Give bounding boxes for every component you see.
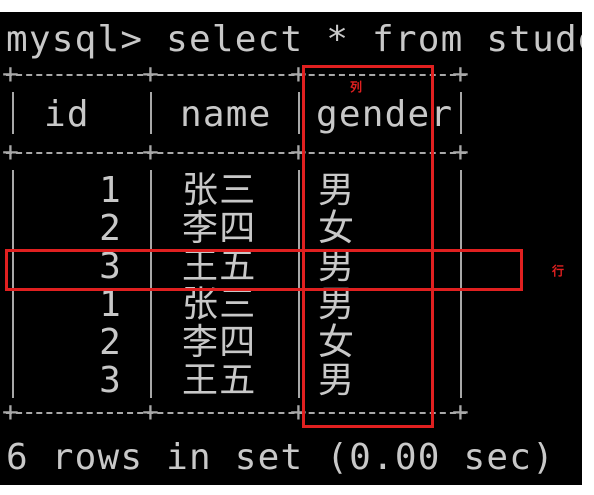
border-corner: + (452, 135, 471, 168)
table-cell-name: 李四 (182, 208, 257, 249)
border-corner: + (142, 57, 161, 90)
table-cell-id: 1 (99, 170, 122, 211)
table-cell-name: 李四 (182, 322, 257, 363)
column-separator (150, 170, 152, 398)
column-annotation-label: 列 (350, 80, 364, 94)
table-cell-id: 2 (99, 322, 122, 363)
border-corner: + (452, 57, 471, 90)
border-corner: + (452, 395, 471, 428)
column-separator (12, 170, 14, 398)
column-separator (298, 170, 300, 398)
border-corner: + (2, 57, 21, 90)
header-bottom-border (6, 152, 466, 154)
terminal-window: mysql> select * from student; + + + + id… (0, 12, 582, 485)
table-cell-gender: 女 (318, 208, 356, 249)
column-separator (460, 170, 462, 398)
table-cell-gender: 女 (318, 322, 356, 363)
column-header-id: id (44, 94, 90, 135)
column-separator (12, 92, 14, 134)
table-cell-name: 王五 (182, 246, 257, 287)
border-corner: + (2, 135, 21, 168)
table-cell-id: 3 (99, 246, 122, 287)
row-highlight-box (5, 249, 523, 291)
table-cell-id: 3 (99, 360, 122, 401)
table-cell-gender: 男 (318, 284, 356, 325)
column-header-name: name (180, 94, 272, 135)
column-header-gender: gender (316, 94, 454, 135)
table-bottom-border (6, 412, 466, 414)
table-cell-gender: 男 (318, 360, 356, 401)
column-highlight-box (302, 65, 434, 428)
table-cell-name: 张三 (182, 170, 257, 211)
column-separator (460, 92, 462, 134)
table-cell-name: 王五 (182, 360, 257, 401)
border-corner: + (142, 135, 161, 168)
table-cell-gender: 男 (318, 170, 356, 211)
column-separator (150, 92, 152, 134)
column-separator (298, 92, 300, 134)
row-annotation-label: 行 (552, 264, 566, 278)
table-cell-name: 张三 (182, 284, 257, 325)
border-corner: + (142, 395, 161, 428)
table-cell-id: 1 (99, 284, 122, 325)
table-cell-gender: 男 (318, 246, 356, 287)
mysql-command-line: mysql> select * from student; (6, 19, 582, 60)
border-corner: + (2, 395, 21, 428)
result-summary: 6 rows in set (0.00 sec) (6, 437, 555, 478)
table-top-border (6, 74, 466, 76)
table-cell-id: 2 (99, 208, 122, 249)
